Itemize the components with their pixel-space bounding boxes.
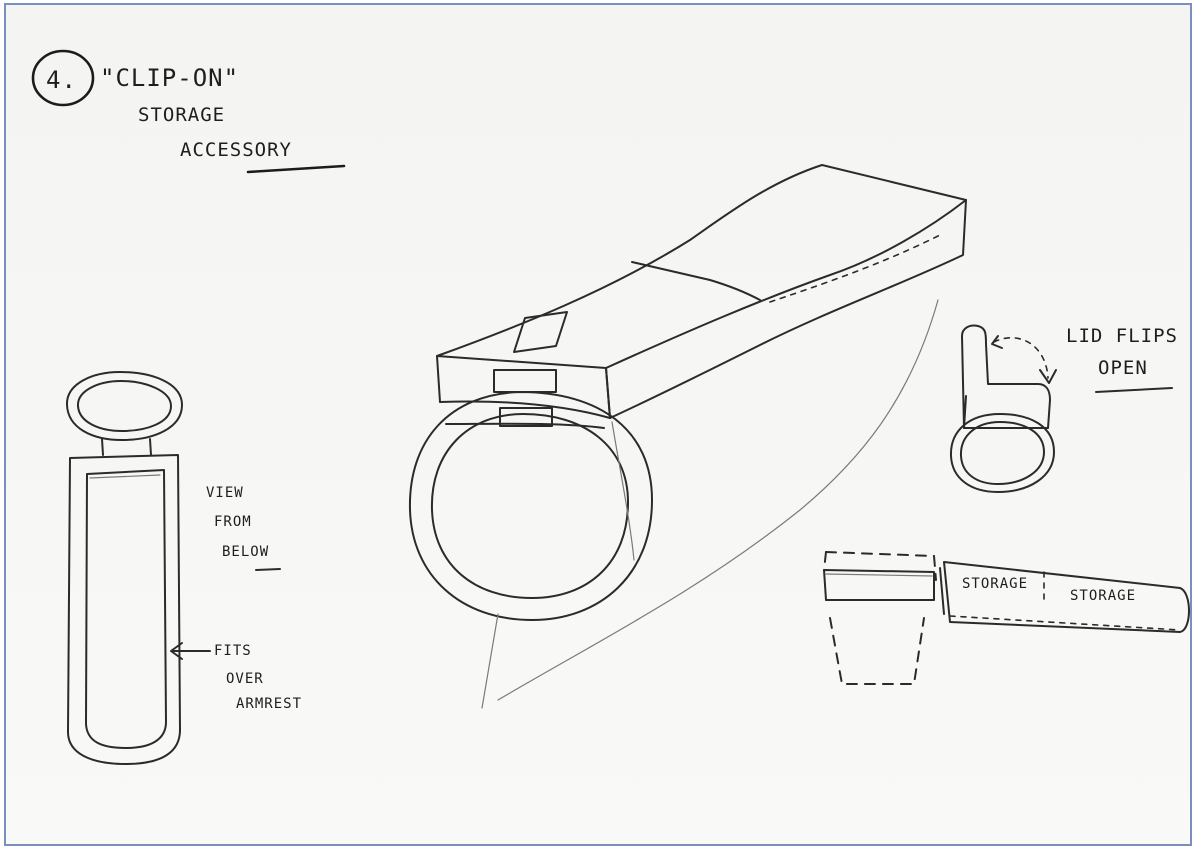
view-label-2: FROM: [214, 514, 252, 530]
view-label-3: BELOW: [222, 544, 269, 560]
lid-flip-sketch: [951, 325, 1056, 492]
isometric-accessory-sketch: [410, 165, 966, 708]
flip-arrow: [994, 338, 1048, 378]
bottom-view-sketch: [67, 372, 210, 764]
title-line-1: "CLIP-ON": [100, 64, 239, 92]
storage-label-right: STORAGE: [1070, 588, 1136, 604]
open-underline: [1096, 388, 1172, 392]
fits-label-2: OVER: [226, 671, 264, 687]
title-number: 4.: [46, 66, 77, 94]
title-line-2: STORAGE: [138, 104, 225, 126]
lid-label-2: OPEN: [1098, 357, 1148, 379]
title-line-3: ACCESSORY: [180, 139, 292, 161]
fits-label-1: FITS: [214, 643, 252, 659]
title-underline: [248, 166, 344, 172]
below-underline: [256, 569, 280, 570]
title-block: 4. "CLIP-ON" STORAGE ACCESSORY: [33, 51, 344, 172]
storage-label-left: STORAGE: [962, 576, 1028, 592]
view-label-1: VIEW: [206, 485, 244, 501]
storage-section-sketch: [824, 552, 1189, 684]
fits-label-3: ARMREST: [236, 696, 302, 712]
lid-label-1: LID FLIPS: [1066, 325, 1178, 347]
